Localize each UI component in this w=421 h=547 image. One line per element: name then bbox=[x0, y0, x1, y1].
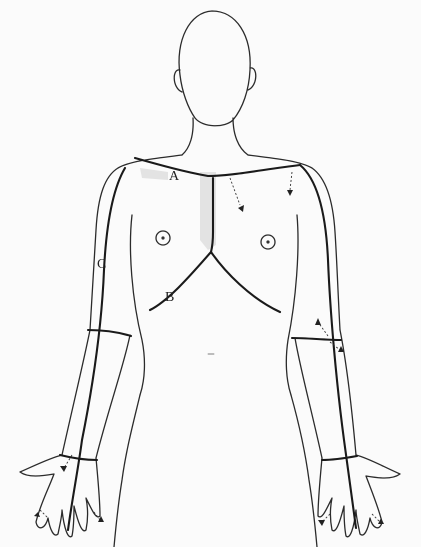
left-arm-outer bbox=[62, 330, 90, 455]
left-hand bbox=[20, 455, 100, 537]
label-a: A bbox=[169, 169, 180, 184]
left-arm-inner bbox=[96, 335, 130, 458]
label-c: C bbox=[97, 257, 106, 272]
right-hand bbox=[318, 455, 400, 537]
neck-right bbox=[233, 118, 248, 155]
arrowhead-chest-flap bbox=[238, 205, 244, 212]
head-outline bbox=[179, 11, 250, 126]
right-arm-outer bbox=[340, 330, 356, 455]
right-torso-side bbox=[286, 215, 298, 395]
right-nipple bbox=[266, 240, 269, 243]
arrow-chest-flap bbox=[230, 178, 240, 205]
neck-left bbox=[182, 118, 193, 155]
arrowhead-right-shoulder bbox=[287, 190, 293, 196]
arrow-right-elbow-down bbox=[330, 342, 340, 350]
left-nipple bbox=[161, 236, 164, 239]
arrow-left-fingers bbox=[40, 510, 48, 518]
arrow-right-shoulder bbox=[290, 172, 292, 190]
arrowhead-right-fingers bbox=[318, 520, 325, 526]
arrowhead-right-elbow-up bbox=[315, 318, 321, 325]
left-torso-side bbox=[130, 215, 144, 395]
left-hip bbox=[114, 395, 140, 547]
label-b: B bbox=[165, 290, 174, 305]
right-arm-inner bbox=[295, 338, 322, 458]
incision-left-upper-arm-circumferential bbox=[88, 330, 131, 336]
incision-right-wrist bbox=[322, 456, 357, 460]
arrowhead-left-wrist bbox=[60, 466, 67, 472]
arrow-right-fingertips bbox=[372, 514, 380, 522]
upper-chest-shading bbox=[140, 168, 168, 180]
